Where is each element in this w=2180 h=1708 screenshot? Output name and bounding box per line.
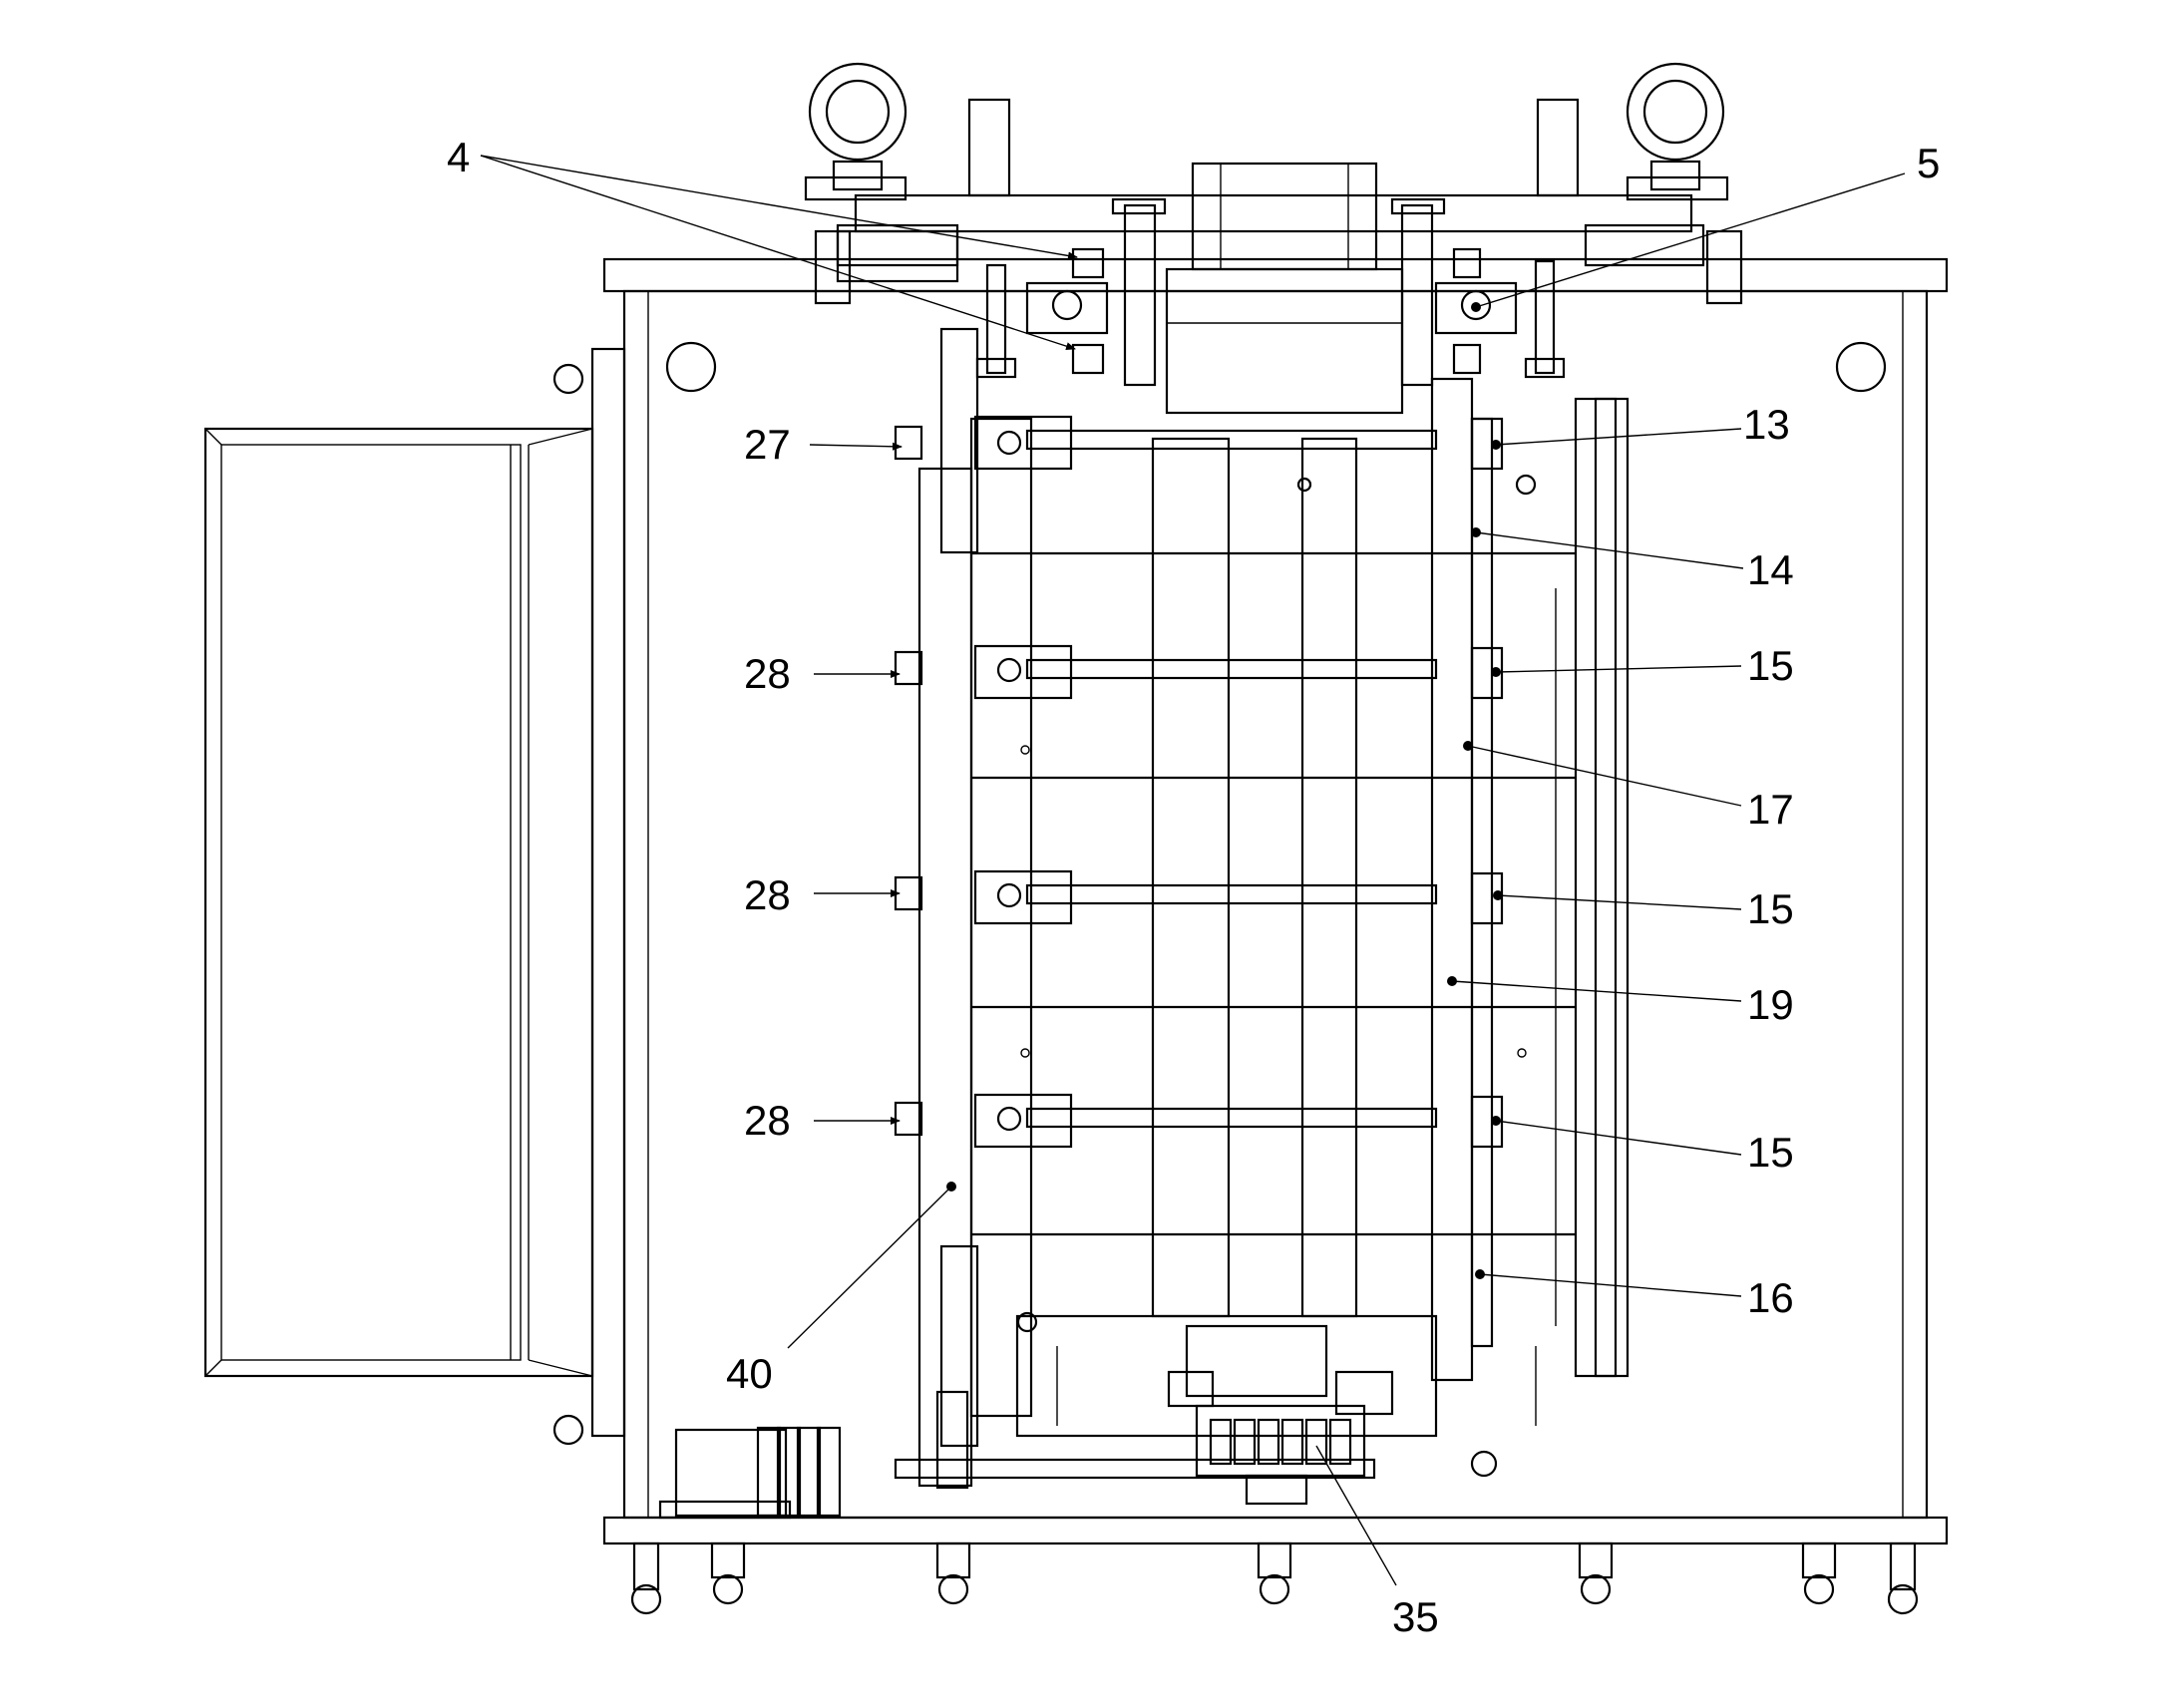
leader-15a — [1495, 665, 1742, 673]
leader-35 — [1315, 1445, 1397, 1586]
frame-bolts — [894, 425, 923, 1137]
callout-27: 27 — [744, 421, 791, 468]
lifting-eye-left — [804, 62, 908, 201]
callout-14: 14 — [1747, 546, 1794, 593]
clamp-bracket-left — [836, 229, 1109, 375]
leader-19 — [1451, 980, 1742, 1002]
lifting-eye-right — [1626, 62, 1729, 201]
callout-13: 13 — [1743, 401, 1790, 448]
electrode-rod-4 — [973, 1093, 1504, 1149]
leader-16 — [1479, 1273, 1742, 1297]
electrode-rod-2 — [973, 644, 1504, 700]
callout-15: 15 — [1747, 642, 1794, 689]
callout-28: 28 — [744, 1097, 791, 1144]
callout-16: 16 — [1747, 1274, 1794, 1321]
callout-17: 17 — [1747, 786, 1794, 833]
leader-14 — [1475, 531, 1744, 569]
bottom-connector — [1167, 1324, 1394, 1506]
callout-28: 28 — [744, 650, 791, 697]
terminal-block — [658, 1426, 842, 1520]
leader-27 — [809, 442, 903, 451]
callout-35: 35 — [1392, 1593, 1439, 1640]
side-enclosure — [203, 347, 626, 1446]
electrode-rod-1 — [973, 415, 1504, 471]
leader-13 — [1495, 428, 1742, 446]
leader-15b — [1497, 894, 1742, 910]
bottom-crossbar — [894, 1390, 1376, 1490]
top-mounting-plate — [814, 193, 1743, 305]
detail-holes — [1016, 474, 1537, 1478]
callout-4: 4 — [447, 134, 470, 180]
leader-15c — [1495, 1120, 1742, 1156]
horizontal-rungs — [971, 551, 1576, 1236]
leader-40 — [787, 1186, 952, 1349]
inner-frame — [917, 327, 1630, 1488]
callout-19: 19 — [1747, 981, 1794, 1028]
leader-4b — [480, 155, 1076, 351]
leader-lines — [480, 155, 1906, 1586]
callout-labels: 4 5 13 14 15 17 15 19 15 16 27 28 28 28 … — [447, 134, 1940, 1640]
leader-17 — [1467, 745, 1742, 807]
callout-15: 15 — [1747, 1129, 1794, 1176]
leader-5 — [1475, 172, 1906, 308]
top-post-right — [1536, 98, 1580, 197]
callout-28: 28 — [744, 871, 791, 918]
central-actuator — [1165, 162, 1404, 415]
top-guide-rods — [975, 197, 1566, 387]
housing-frame — [602, 257, 1949, 1545]
callout-5: 5 — [1917, 140, 1940, 186]
electrode-rod-3 — [973, 869, 1504, 925]
callout-15: 15 — [1747, 885, 1794, 932]
top-post-left — [967, 98, 1011, 197]
base-feet — [630, 1541, 1919, 1615]
callout-40: 40 — [726, 1350, 773, 1397]
leader-4a — [480, 155, 1078, 260]
